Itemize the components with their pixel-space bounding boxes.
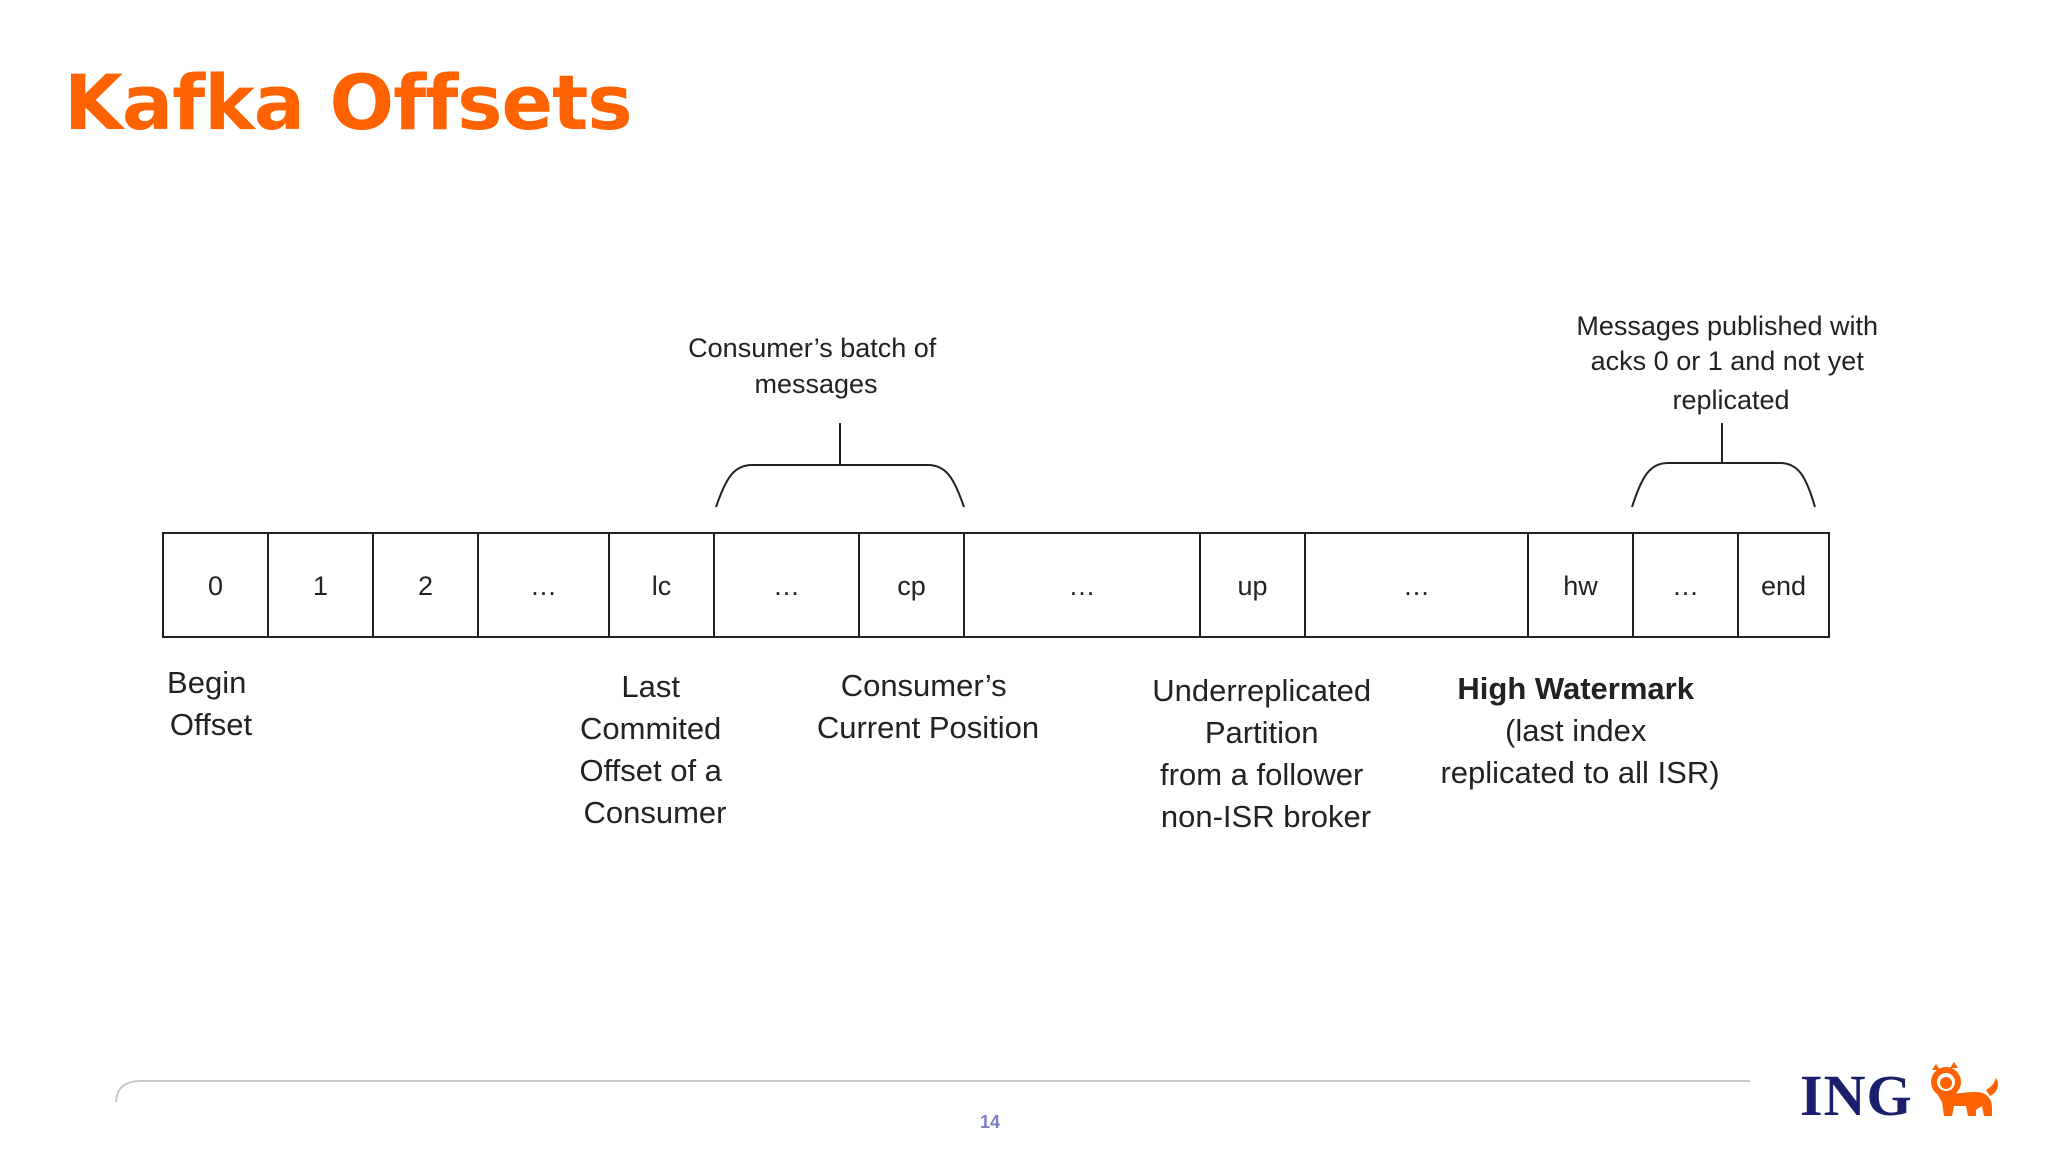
- offset-cell-box: [608, 532, 715, 638]
- underreplicated-label: Underreplicated Partition from a followe…: [1152, 673, 1379, 834]
- offset-strip: 0 1 2 … lc … cp … up … hw … end: [162, 532, 1830, 638]
- offset-cell-box: [713, 532, 860, 638]
- offset-cell-label: 1: [313, 571, 328, 601]
- offset-cell-box: [1304, 532, 1529, 638]
- offset-cell: 0: [162, 532, 269, 638]
- offset-cell-label: …: [1403, 571, 1430, 601]
- offset-cell: …: [1632, 532, 1739, 638]
- offset-cell: …: [477, 532, 610, 638]
- batch-label-line: Consumer’s batch of: [688, 333, 937, 363]
- current-position-line: Current Position: [817, 710, 1039, 745]
- offset-cell: …: [963, 532, 1201, 638]
- offset-cell: hw: [1527, 532, 1634, 638]
- unreplicated-label-line: acks 0 or 1 and not yet: [1591, 346, 1865, 376]
- offset-cell-box: [963, 532, 1201, 638]
- begin-offset-line: Offset: [170, 707, 253, 742]
- high-watermark-line: replicated to all ISR): [1440, 755, 1719, 790]
- last-committed-line: Last: [621, 669, 680, 704]
- offset-cell-label: lc: [652, 571, 672, 601]
- last-committed-line: Consumer: [584, 795, 727, 830]
- unreplicated-label: Messages published with acks 0 or 1 and …: [1576, 311, 1885, 415]
- offset-cell: 2: [372, 532, 479, 638]
- last-committed-line: Offset of a: [579, 753, 722, 788]
- offset-cell-label: up: [1237, 571, 1267, 601]
- offset-cell: up: [1199, 532, 1306, 638]
- offset-cell-label: …: [773, 571, 800, 601]
- underreplicated-line: Underreplicated: [1152, 673, 1371, 708]
- offset-cell-label: 0: [208, 571, 223, 601]
- high-watermark-label: High Watermark (last index replicated to…: [1440, 671, 1719, 790]
- unreplicated-brace: [1631, 423, 1816, 508]
- current-position-line: Consumer’s: [841, 668, 1007, 703]
- offset-cell-box: [1632, 532, 1739, 638]
- high-watermark-line: High Watermark: [1457, 671, 1694, 706]
- offset-cell-box: [477, 532, 610, 638]
- offset-cell: 1: [267, 532, 374, 638]
- offset-cell-label: …: [530, 571, 557, 601]
- offset-cell-label: …: [1069, 571, 1096, 601]
- offset-cell: end: [1737, 532, 1830, 638]
- unreplicated-label-line: replicated: [1672, 385, 1789, 415]
- high-watermark-line: (last index: [1505, 713, 1647, 748]
- batch-label: Consumer’s batch of messages: [688, 333, 944, 399]
- lion-icon: [1931, 1062, 1998, 1116]
- batch-brace: [715, 423, 965, 508]
- offset-cell-box: [1527, 532, 1634, 638]
- page-number: 14: [979, 1112, 1001, 1132]
- unreplicated-label-line: Messages published with: [1576, 311, 1878, 341]
- last-committed-line: Commited: [580, 711, 721, 746]
- batch-label-line: messages: [754, 369, 877, 399]
- underreplicated-line: from a follower: [1160, 757, 1363, 792]
- underreplicated-line: Partition: [1205, 715, 1319, 750]
- offset-cell-label: 2: [418, 571, 433, 601]
- offset-cell: cp: [858, 532, 965, 638]
- offset-cell: lc: [608, 532, 715, 638]
- offset-cell-box: [1199, 532, 1306, 638]
- ing-logo-text: ING: [1800, 1063, 1913, 1128]
- begin-offset-line: Begin: [167, 665, 246, 700]
- offset-cell-box: [162, 532, 269, 638]
- offset-cell-box: [372, 532, 479, 638]
- offset-cell-box: [267, 532, 374, 638]
- offset-cell: …: [713, 532, 860, 638]
- current-position-label: Consumer’s Current Position: [817, 668, 1039, 745]
- offset-cell-label: hw: [1563, 571, 1598, 601]
- offset-cell-box: [1737, 532, 1830, 638]
- offset-cell-label: …: [1672, 571, 1699, 601]
- offset-cell-label: end: [1761, 571, 1806, 601]
- underreplicated-line: non-ISR broker: [1161, 799, 1371, 834]
- footer-rule: [115, 1080, 1750, 1103]
- slide-title: Kafka Offsets: [64, 58, 633, 147]
- begin-offset-label: Begin Offset: [167, 665, 255, 742]
- last-committed-label: Last Commited Offset of a Consumer: [579, 669, 730, 830]
- offset-cell: …: [1304, 532, 1529, 638]
- offset-cell-label: cp: [897, 571, 926, 601]
